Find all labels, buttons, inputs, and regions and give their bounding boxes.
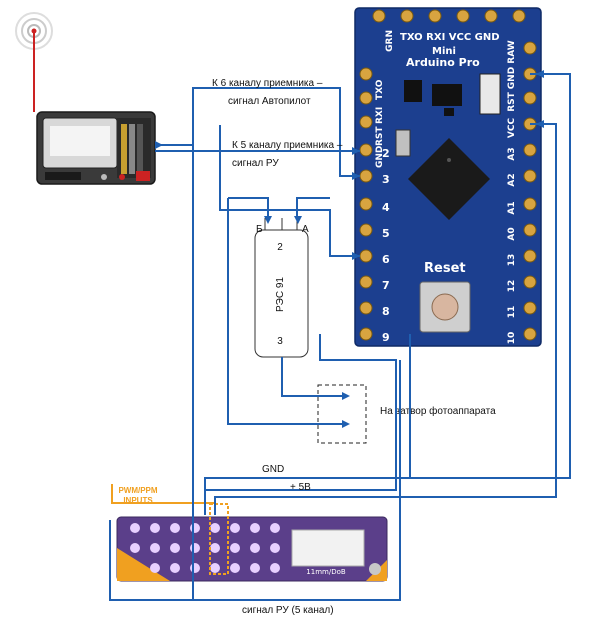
pin-num-5: 5 <box>382 227 390 240</box>
arduino-title-mini: Mini <box>432 46 456 57</box>
right-label-gnd: GND <box>507 67 517 89</box>
top-pin-labels: TXO RXI VCC GND <box>400 32 500 43</box>
relay-side-a: А <box>302 224 309 235</box>
right-label-rst: RST <box>507 91 517 111</box>
io-title-line2: INPUTS <box>123 496 153 505</box>
right-pin-header <box>523 41 537 341</box>
connector-label: 11mm/DoB <box>306 568 346 576</box>
relay-res91: 2 РЭС 91 3 Б А <box>254 218 309 358</box>
pin-label-blk: BLK <box>541 30 551 51</box>
label-autopilot-channel: К 6 каналу приемника – <box>212 78 323 89</box>
label-gnd: GND <box>262 464 284 475</box>
label-ru-signal: сигнал РУ <box>232 158 279 169</box>
label-ru-channel: К 5 каналу приемника – <box>232 140 343 151</box>
arduino-title: Arduino Pro <box>406 56 480 69</box>
reset-button[interactable] <box>419 281 471 333</box>
label-bottom-signal: сигнал РУ (5 канал) <box>242 605 334 616</box>
relay-name: РЭС 91 <box>275 277 286 312</box>
arduino-pro-mini: GRN BLK TXO RXI VCC GND Mini Arduino Pro… <box>354 7 551 347</box>
label-autopilot-signal: сигнал Автопилот <box>228 96 311 107</box>
right-label-a2: A2 <box>507 173 517 186</box>
io-title-line1: PWM/PPM <box>118 486 157 495</box>
right-label-a3: A3 <box>507 147 517 160</box>
receiver-pin-header <box>121 124 143 174</box>
left-label-rxi: RXI <box>375 107 385 124</box>
pin-num-8: 8 <box>382 305 390 318</box>
io-board: 11mm/DoB <box>116 503 388 582</box>
relay-side-b: Б <box>256 224 263 235</box>
pin-num-2: 2 <box>382 147 390 160</box>
right-label-13: 13 <box>507 254 517 267</box>
top-pin-header <box>372 9 526 23</box>
left-label-rst: RST <box>375 126 385 146</box>
right-label-raw: RAW <box>507 40 517 63</box>
relay-pin-3-label: 3 <box>277 336 283 347</box>
left-label-txo: TXO <box>375 79 385 100</box>
right-pin-labels: RAW GND RST VCC A3 A2 A1 A0 13 12 11 10 <box>507 40 517 344</box>
relay-pin-2-label: 2 <box>277 242 283 253</box>
radio-receiver <box>15 12 156 185</box>
label-5v: + 5В <box>290 482 311 493</box>
pin-label-grn: GRN <box>385 30 395 52</box>
wires <box>109 73 571 601</box>
right-label-12: 12 <box>507 280 517 293</box>
arrowheads <box>155 70 544 428</box>
pin-num-4: 4 <box>382 201 390 214</box>
right-label-vcc: VCC <box>507 118 517 139</box>
pin-num-3: 3 <box>382 173 390 186</box>
left-label-gnd: GND <box>375 146 385 168</box>
camera-shutter-connector <box>317 384 367 444</box>
reset-label: Reset <box>424 261 466 276</box>
pin-num-7: 7 <box>382 279 390 292</box>
io-connector <box>291 529 365 567</box>
right-label-10: 10 <box>507 332 517 345</box>
right-label-a1: A1 <box>507 201 517 214</box>
right-label-11: 11 <box>507 306 517 319</box>
shutter-label: На затвор фотоаппарата <box>380 405 496 417</box>
pin-num-9: 9 <box>382 331 390 344</box>
pin-num-6: 6 <box>382 253 390 266</box>
right-label-a0: A0 <box>507 227 517 240</box>
